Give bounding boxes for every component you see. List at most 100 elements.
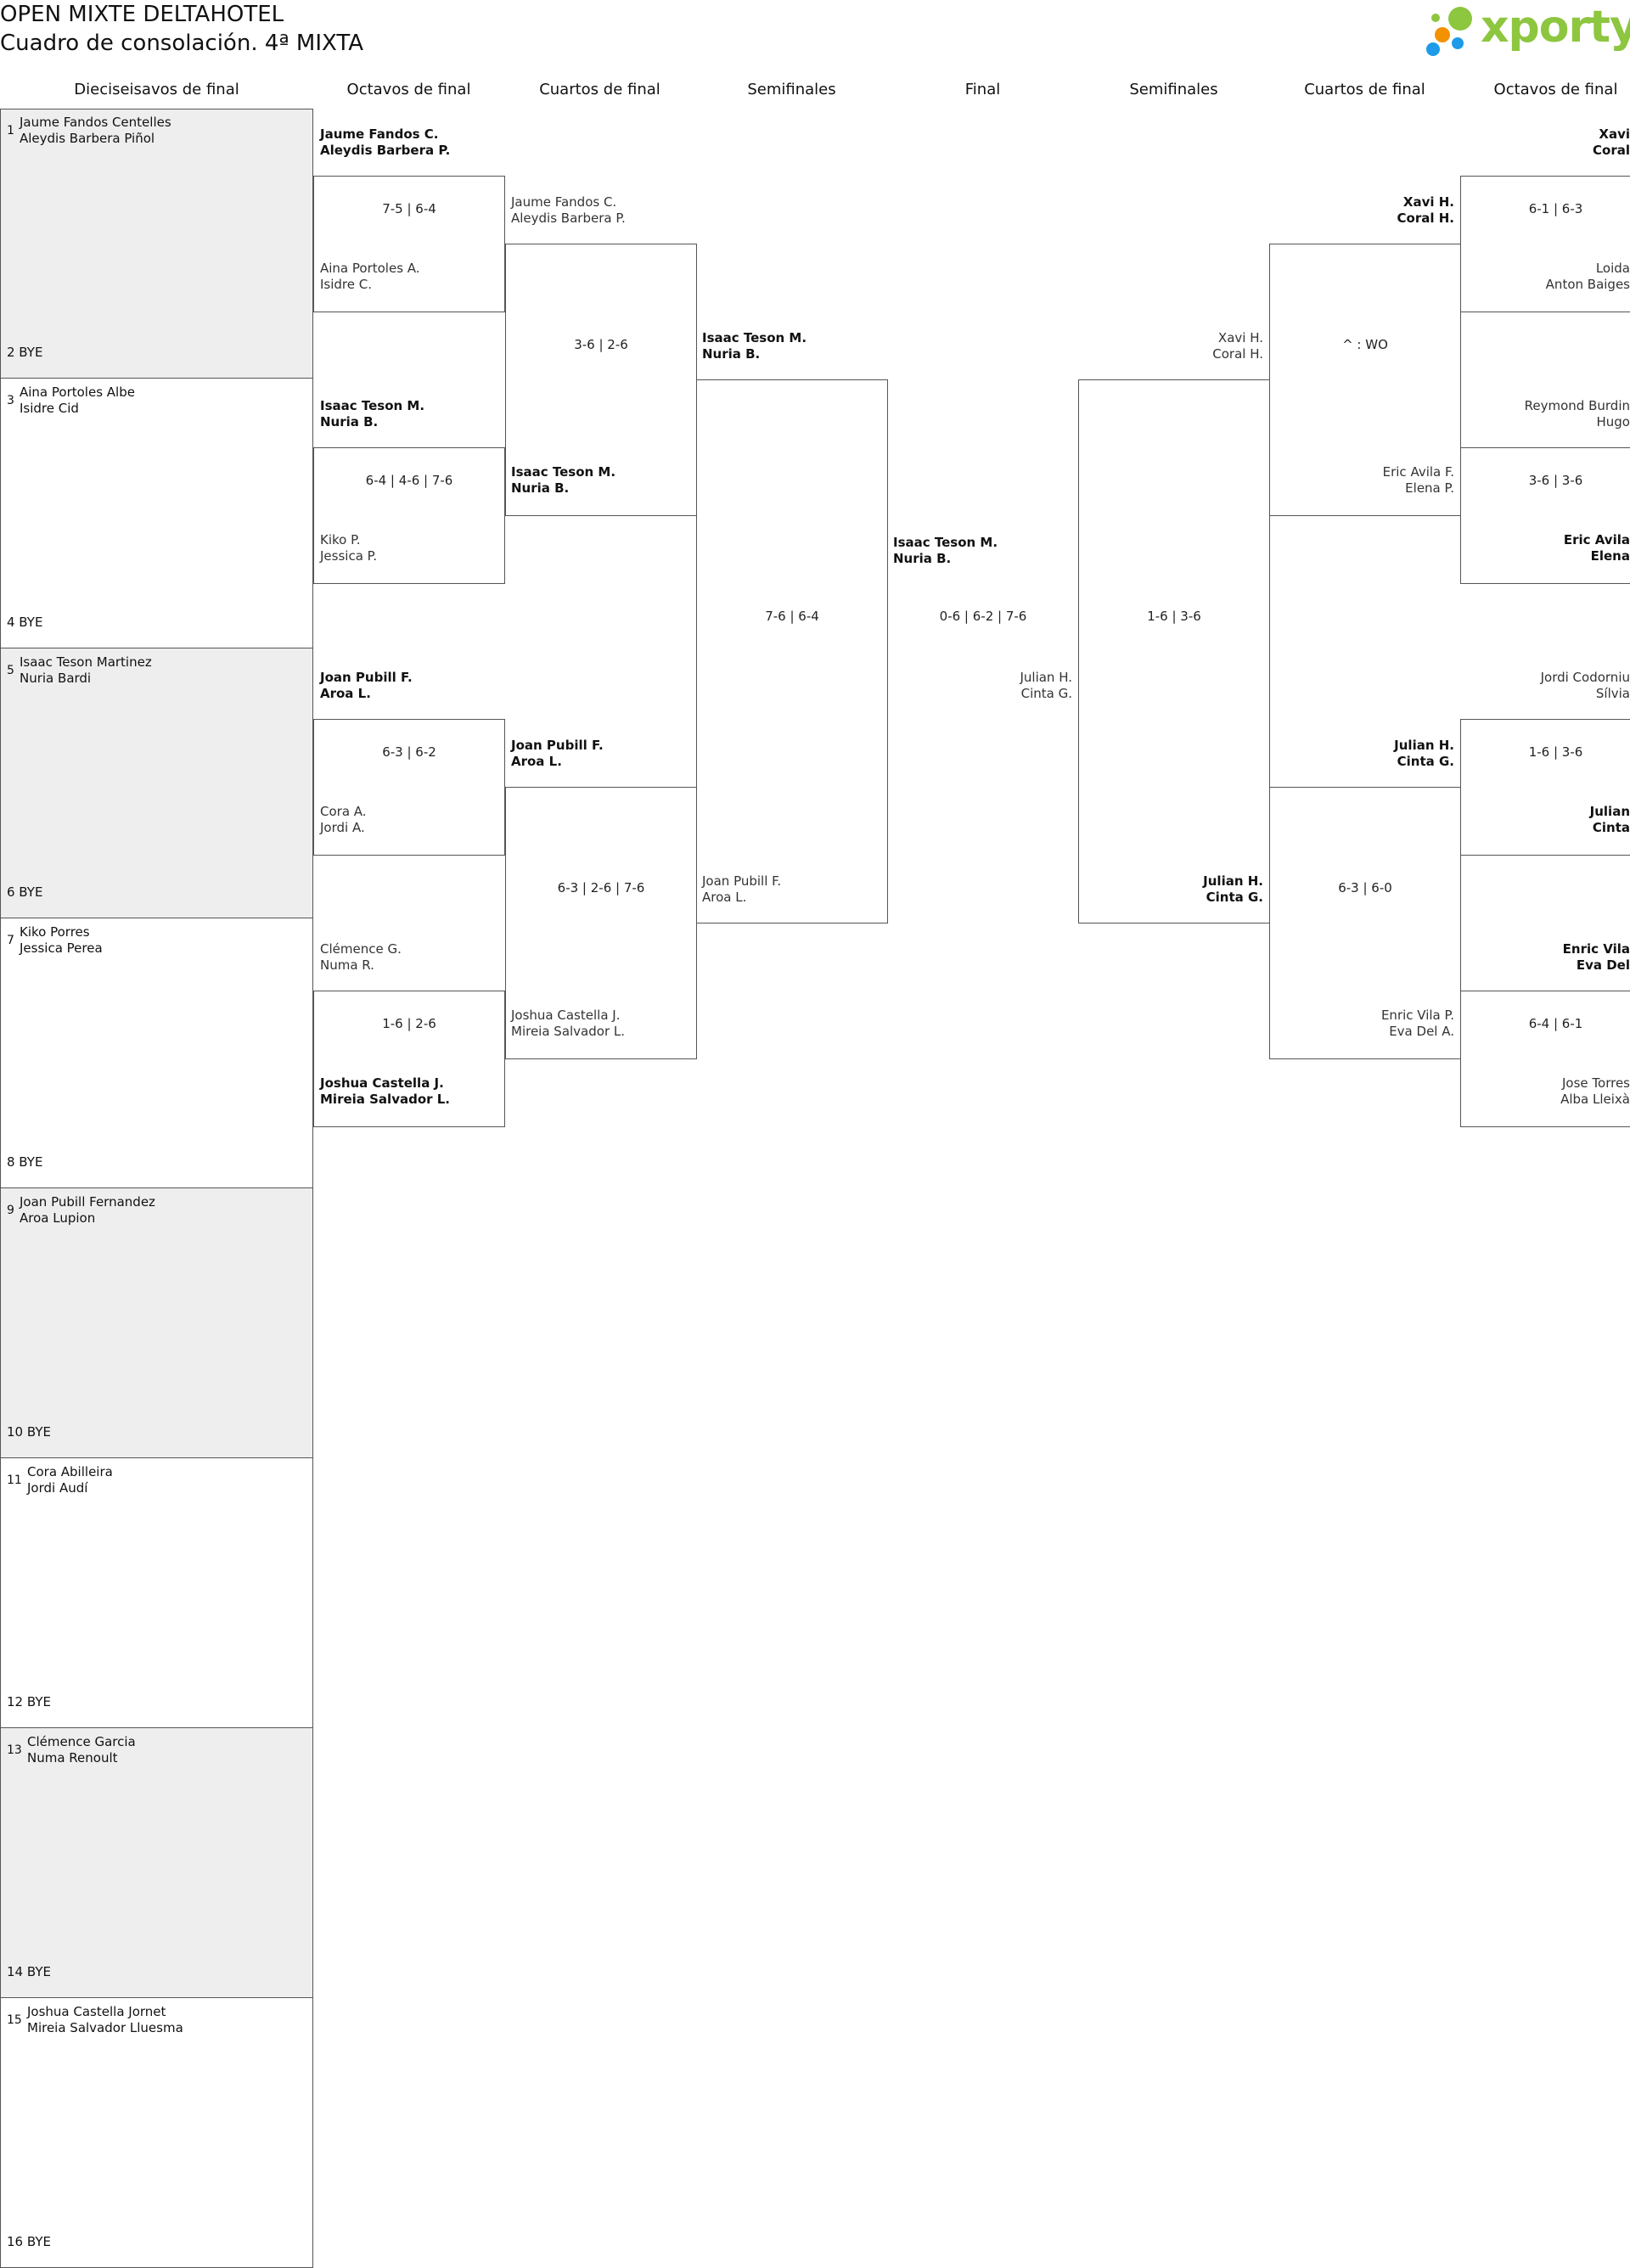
octavos-team-bottom-1: Cora A.: [320, 804, 367, 819]
octavos-right-team-outer-1: Xavi: [1599, 126, 1630, 142]
page-title: OPEN MIXTE DELTAHOTEL Cuadro de consolac…: [0, 0, 363, 58]
octavos-team-bottom-2: Jessica P.: [320, 548, 378, 564]
octavos-box: [313, 447, 505, 584]
octavos-right-team-inner-1: Julian: [1589, 804, 1630, 819]
cuartos-right-team-bottom-2: Elena P.: [1405, 480, 1454, 496]
cuartos-team-bottom-1: Joshua Castella J.: [511, 1008, 621, 1023]
logo-text: xporty: [1481, 2, 1630, 53]
final-loser-1: Julian H.: [1020, 670, 1072, 685]
cuartos-score: 3-6 | 2-6: [574, 337, 628, 352]
seed-player-1: Clémence Garcia: [27, 1734, 136, 1749]
seed-pair-box: [0, 918, 313, 1188]
final-winner-2: Nuria B.: [893, 551, 952, 566]
seed-player-1: Kiko Porres: [20, 924, 90, 940]
octavos-box-right: [1460, 991, 1630, 1127]
octavos-score: 7-5 | 6-4: [382, 201, 436, 216]
octavos-team-top-2: Aroa L.: [320, 686, 371, 701]
semis-right-team-bottom-2: Cinta G.: [1206, 890, 1263, 905]
octavos-box-right: [1460, 447, 1630, 584]
logo-dot-blue-2: [1452, 37, 1464, 49]
seed-pair-box: [0, 648, 313, 918]
seed-player-2: Jessica Perea: [20, 940, 103, 956]
cuartos-right-score: ^ : WO: [1342, 337, 1388, 352]
cuartos-right-team-bottom-1: Enric Vila P.: [1380, 1008, 1454, 1023]
final-winner-1: Isaac Teson M.: [893, 535, 998, 550]
seed-number: 3: [7, 394, 14, 407]
cuartos-right-team-bottom-2: Eva Del A.: [1389, 1024, 1454, 1039]
seed-player-1: Aina Portoles Albe: [20, 385, 135, 400]
cuartos-team-bottom-1: Isaac Teson M.: [511, 464, 616, 480]
seed-number: 1: [7, 124, 14, 138]
seed-player-2: Mireia Salvador Lluesma: [27, 2020, 183, 2035]
octavos-team-bottom-2: Jordi A.: [320, 820, 365, 835]
cuartos-right-team-bottom-1: Eric Avila F.: [1382, 464, 1454, 480]
cuartos-team-bottom-2: Nuria B.: [511, 480, 570, 496]
semis-box-right: [1078, 379, 1270, 923]
octavos-right-team-outer-2: Coral: [1593, 143, 1630, 158]
seed-player-2: Aleydis Barbera Piñol: [20, 131, 155, 146]
octavos-right-team-inner-2: Cinta: [1592, 820, 1630, 835]
seed-pair-box: [0, 1458, 313, 1728]
octavos-team-bottom-2: Isidre C.: [320, 277, 373, 292]
seed-number: 5: [7, 664, 14, 677]
cuartos-team-top-2: Aleydis Barbera P.: [511, 211, 626, 226]
cuartos-right-team-top-1: Xavi H.: [1402, 194, 1454, 210]
seed-player-1: Isaac Teson Martinez: [20, 654, 152, 670]
cuartos-box-right: [1269, 787, 1461, 1059]
semis-right-score: 1-6 | 3-6: [1147, 609, 1201, 624]
seed-player-1: Joshua Castella Jornet: [27, 2004, 166, 2019]
octavos-team-top-1: Jaume Fandos C.: [320, 126, 439, 142]
round-header-4: Final: [964, 81, 1001, 98]
seed-pair-box: [0, 109, 313, 379]
octavos-team-top-1: Isaac Teson M.: [320, 398, 425, 413]
octavos-right-team-outer-1: Jordi Codorniu: [1540, 670, 1630, 685]
logo-dot-green: [1448, 7, 1472, 31]
semis-left-team-bottom-2: Aroa L.: [702, 890, 747, 905]
octavos-team-top-2: Numa R.: [320, 957, 374, 973]
octavos-score: 1-6 | 2-6: [382, 1016, 436, 1031]
cuartos-right-team-top-2: Cinta G.: [1397, 754, 1454, 769]
octavos-right-team-outer-2: Hugo: [1596, 414, 1630, 429]
octavos-right-score: 3-6 | 3-6: [1528, 473, 1583, 488]
seed-bye: 14 BYE: [7, 1964, 51, 1979]
octavos-right-team-outer-2: Sílvia: [1595, 686, 1630, 701]
seed-player-1: Joan Pubill Fernandez: [20, 1194, 155, 1210]
round-header-5: Semifinales: [1129, 81, 1218, 98]
semis-left-team-top-1: Isaac Teson M.: [702, 330, 807, 345]
xporty-logo[interactable]: xporty: [1426, 2, 1630, 58]
cuartos-right-team-top-1: Julian H.: [1394, 738, 1454, 753]
octavos-right-team-inner-2: Alba Lleixà: [1560, 1092, 1630, 1107]
octavos-right-team-outer-2: Eva Del: [1576, 957, 1630, 973]
seed-number: 7: [7, 934, 14, 947]
cuartos-box-right: [1269, 244, 1461, 516]
octavos-right-score: 6-1 | 6-3: [1528, 201, 1583, 216]
octavos-right-team-outer-1: Enric Vila: [1562, 941, 1630, 957]
octavos-box: [313, 176, 505, 312]
octavos-box: [313, 991, 505, 1127]
cuartos-team-top-1: Jaume Fandos C.: [511, 194, 617, 210]
seed-pair-box: [0, 1728, 313, 1998]
octavos-team-top-2: Aleydis Barbera P.: [320, 143, 451, 158]
octavos-right-team-inner-1: Jose Torres: [1562, 1075, 1630, 1091]
title-line-2: Cuadro de consolación. 4ª MIXTA: [0, 31, 364, 56]
round-header-2: Cuartos de final: [539, 81, 660, 98]
semis-left-score: 7-6 | 6-4: [765, 609, 819, 624]
seed-number: 11: [7, 1474, 22, 1487]
octavos-team-bottom-1: Kiko P.: [320, 532, 361, 547]
octavos-team-top-1: Joan Pubill F.: [320, 670, 413, 685]
octavos-team-bottom-1: Aina Portoles A.: [320, 261, 420, 276]
semis-left-team-bottom-1: Joan Pubill F.: [702, 873, 782, 889]
octavos-right-team-inner-1: Eric Avila: [1563, 532, 1630, 547]
cuartos-right-score: 6-3 | 6-0: [1338, 880, 1392, 895]
semis-right-team-top-1: Xavi H.: [1217, 330, 1263, 345]
seed-bye: 2 BYE: [7, 345, 43, 360]
seed-bye: 16 BYE: [7, 2234, 51, 2249]
octavos-right-team-outer-1: Reymond Burdin: [1524, 398, 1630, 413]
semis-left-team-top-2: Nuria B.: [702, 346, 761, 362]
final-score: 0-6 | 6-2 | 7-6: [939, 609, 1027, 624]
title-line-1: OPEN MIXTE DELTAHOTEL: [0, 2, 284, 27]
round-header-7: Octavos de final: [1493, 81, 1618, 98]
octavos-box-right: [1460, 176, 1630, 312]
octavos-box-right: [1460, 719, 1630, 856]
octavos-right-score: 1-6 | 3-6: [1528, 744, 1583, 760]
